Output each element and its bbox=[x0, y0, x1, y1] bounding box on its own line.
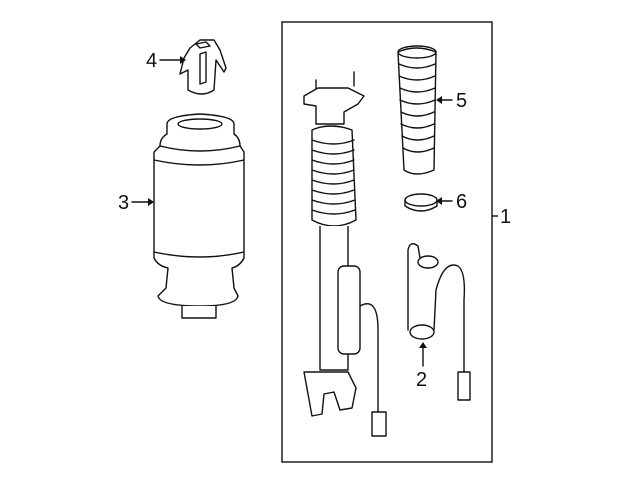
svg-text:5: 5 bbox=[456, 90, 467, 112]
callout-5: 5 bbox=[436, 90, 467, 112]
svg-text:2: 2 bbox=[416, 369, 427, 391]
part-4-cap bbox=[179, 39, 227, 95]
callout-1: 1 bbox=[500, 206, 511, 228]
svg-text:4: 4 bbox=[146, 50, 157, 72]
svg-text:6: 6 bbox=[456, 191, 467, 213]
svg-text:3: 3 bbox=[118, 192, 129, 214]
svg-text:1: 1 bbox=[500, 206, 511, 228]
callout-3: 3 bbox=[118, 192, 154, 214]
part-3-air-spring bbox=[153, 113, 245, 319]
part-1-shock-absorber bbox=[303, 71, 387, 437]
callout-2: 2 bbox=[416, 342, 427, 391]
part-5-dust-boot bbox=[397, 45, 437, 175]
callout-6: 6 bbox=[436, 191, 467, 213]
part-6-ring bbox=[404, 193, 438, 212]
assembly-box bbox=[281, 21, 493, 463]
callout-4: 4 bbox=[146, 50, 186, 72]
part-2-sensor bbox=[407, 243, 471, 401]
